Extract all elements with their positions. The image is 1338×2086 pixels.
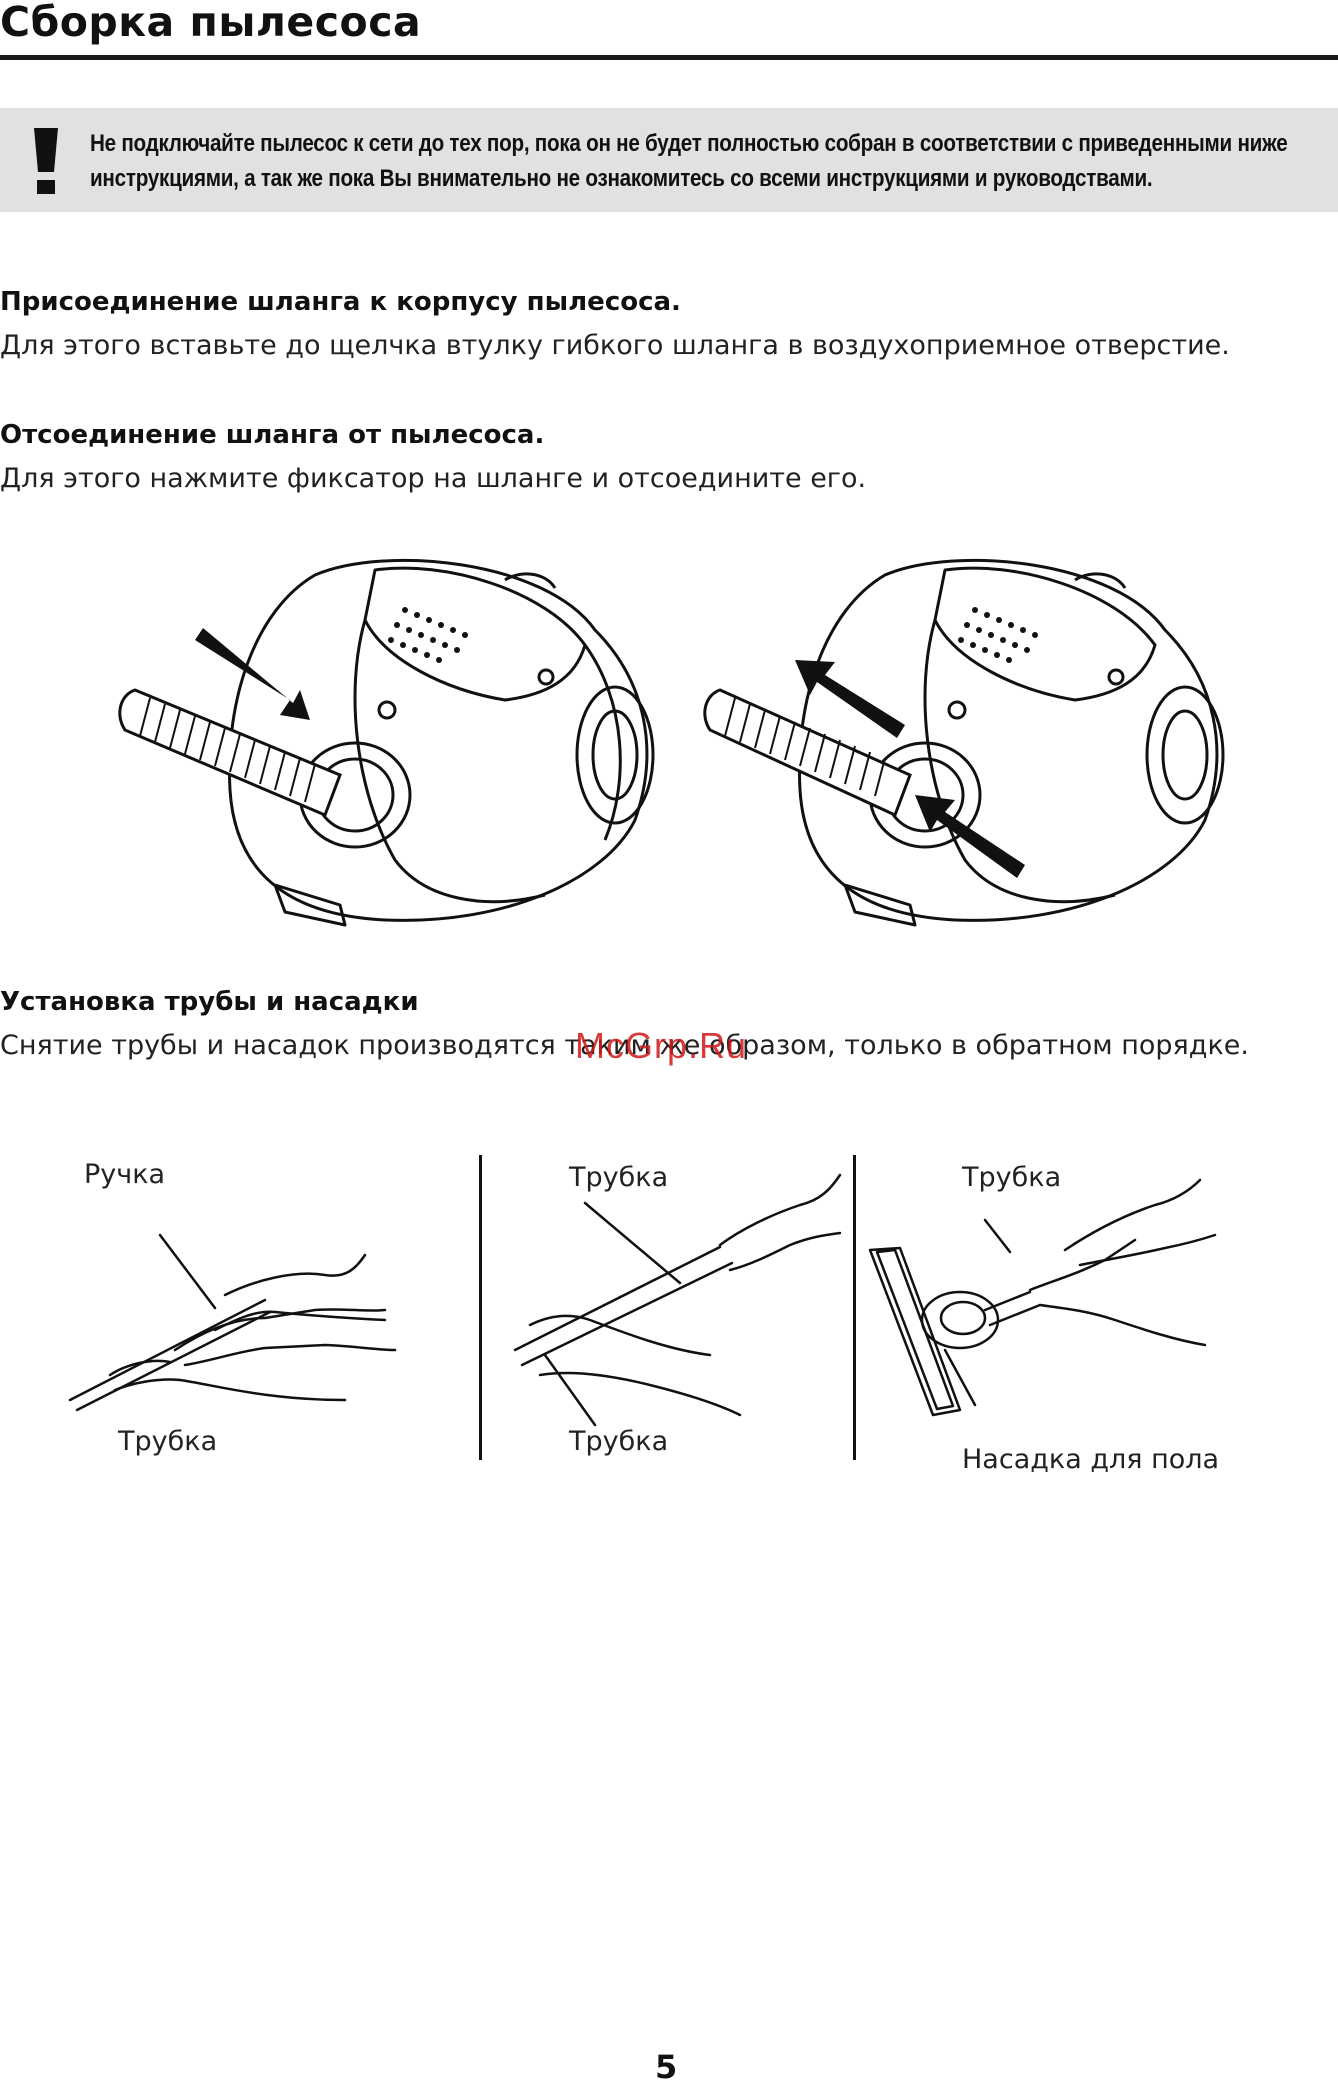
caption-tube-right: Трубка (962, 1162, 1062, 1193)
page-title: Сборка пылесоса (0, 0, 422, 46)
page-number: 5 (655, 2048, 678, 2086)
tube-join-illustration (513, 1173, 842, 1427)
section-text-attach-hose: Для этого вставьте до щелчка втулку гибк… (0, 330, 1230, 361)
section-text-detach-hose: Для этого нажмите фиксатор на шланге и о… (0, 463, 867, 494)
warning-box: Не подключайте пылесос к сети до тех пор… (0, 108, 1338, 212)
section-heading-tube: Установка трубы и насадки (0, 987, 419, 1017)
figure-divider-1 (479, 1155, 482, 1460)
title-rule (0, 55, 1338, 60)
section-heading-detach-hose: Отсоединение шланга от пылесоса. (0, 420, 545, 450)
warning-text: Не подключайте пылесос к сети до тех пор… (90, 130, 1288, 192)
floor-nozzle-illustration (868, 1178, 1217, 1417)
watermark: McGrp.Ru (575, 1025, 748, 1066)
caption-tube-middle-top: Трубка (569, 1162, 669, 1193)
section-text-tube: Снятие трубы и насадок производятся таки… (0, 1030, 1249, 1061)
exclamation-icon (34, 128, 58, 194)
figure-divider-2 (853, 1155, 856, 1460)
caption-floor-nozzle: Насадка для пола (962, 1444, 1220, 1475)
caption-tube-middle-bottom: Трубка (569, 1426, 669, 1457)
section-heading-attach-hose: Присоединение шланга к корпусу пылесоса. (0, 287, 681, 317)
caption-handle: Ручка (84, 1159, 166, 1190)
tube-handle-illustration (68, 1233, 397, 1412)
caption-tube-left: Трубка (118, 1426, 218, 1457)
vacuum-detach-illustration (703, 558, 1225, 927)
vacuum-attach-illustration (118, 558, 655, 927)
